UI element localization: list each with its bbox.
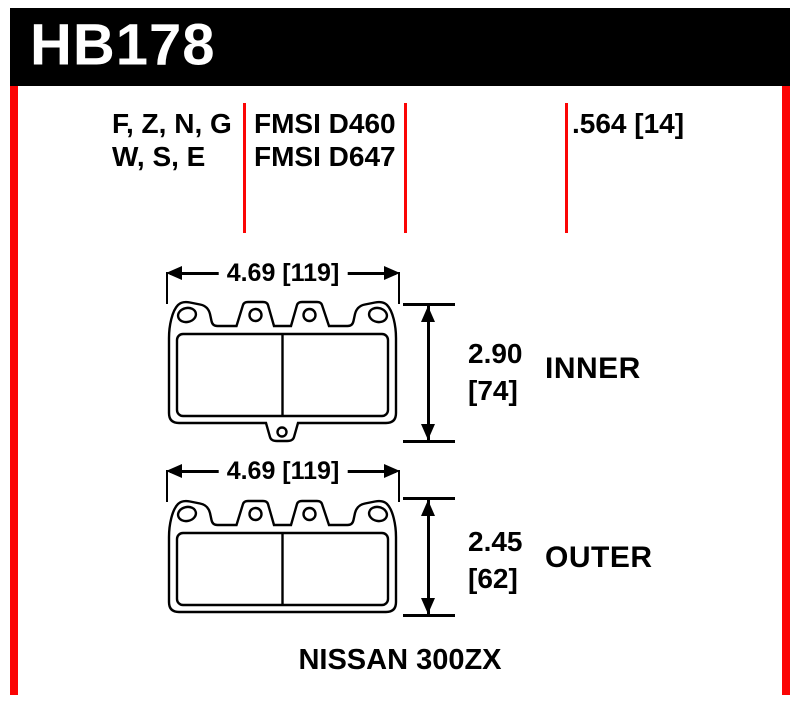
extension-cap-bottom	[403, 440, 455, 443]
height-inches-outer: 2.45	[468, 526, 523, 557]
left-arrowhead-icon	[166, 464, 182, 478]
width-dimension-inner: 4.69 [119]	[166, 259, 400, 307]
spec-divider-2	[404, 103, 407, 233]
height-inches-inner: 2.90	[468, 338, 523, 369]
height-dimension-outer	[403, 497, 455, 617]
abutment-hole-left	[248, 307, 263, 323]
spec-divider-1	[243, 103, 246, 233]
down-arrowhead-icon	[421, 424, 435, 440]
height-mm-inner: [74]	[468, 375, 518, 406]
pad-position-label-outer: OUTER	[545, 541, 653, 574]
height-dimension-inner	[403, 303, 455, 443]
extension-cap-top	[403, 497, 455, 500]
compound-row-1: F, Z, N, G	[112, 108, 232, 139]
spec-divider-3	[565, 103, 568, 233]
fmsi-row-2: FMSI D647	[254, 141, 396, 172]
extension-cap-bottom	[403, 614, 455, 617]
brake-pad-drawing-inner	[167, 300, 398, 443]
down-arrowhead-icon	[421, 598, 435, 614]
pad-position-label-inner: INNER	[545, 352, 641, 385]
dimension-line	[427, 500, 430, 614]
extension-tick-left	[166, 272, 168, 304]
pad-thickness: .564 [14]	[572, 108, 685, 139]
vehicle-application: NISSAN 300ZX	[298, 644, 502, 676]
width-value-inner: 4.69 [119]	[218, 259, 348, 288]
part-number: HB178	[30, 12, 216, 78]
abutment-hole-left	[248, 506, 263, 522]
mounting-hole-right	[367, 505, 389, 523]
fmsi-row-1: FMSI D460	[254, 108, 396, 139]
mounting-hole-left	[176, 306, 198, 324]
up-arrowhead-icon	[421, 500, 435, 516]
left-arrowhead-icon	[166, 266, 182, 280]
right-arrowhead-icon	[384, 266, 400, 280]
header-bar: HB178	[10, 8, 790, 86]
compound-codes: F, Z, N, G W, S, E	[112, 107, 232, 173]
mounting-hole-right	[367, 306, 389, 324]
abutment-hole-right	[302, 506, 317, 522]
wear-sensor-hole	[276, 426, 288, 438]
dimension-line	[427, 306, 430, 440]
mounting-hole-left	[176, 505, 198, 523]
fmsi-codes: FMSI D460 FMSI D647	[254, 107, 396, 173]
compound-row-2: W, S, E	[112, 141, 206, 172]
right-arrowhead-icon	[384, 464, 400, 478]
extension-cap-top	[403, 303, 455, 306]
red-border-left	[10, 8, 18, 695]
up-arrowhead-icon	[421, 306, 435, 322]
width-dimension-outer: 4.69 [119]	[166, 457, 400, 505]
height-mm-outer: [62]	[468, 563, 518, 594]
width-value-outer: 4.69 [119]	[218, 457, 348, 486]
brake-pad-drawing-outer	[167, 499, 398, 614]
extension-tick-right	[398, 272, 400, 304]
abutment-hole-right	[302, 307, 317, 323]
red-border-right	[782, 8, 790, 695]
extension-tick-right	[398, 470, 400, 502]
extension-tick-left	[166, 470, 168, 502]
